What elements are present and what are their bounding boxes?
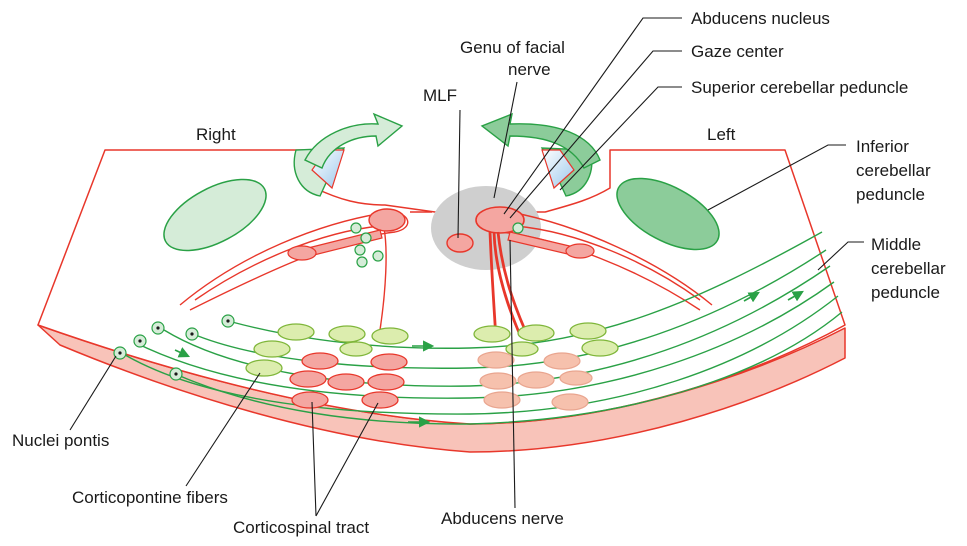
label-abducens-nucleus: Abducens nucleus xyxy=(691,9,830,28)
pontine-neuron xyxy=(186,328,198,340)
label-genu-line2: nerve xyxy=(508,60,551,79)
label-corticospinal-tract: Corticospinal tract xyxy=(233,518,369,537)
pontine-neuron xyxy=(222,315,234,327)
label-gaze-center: Gaze center xyxy=(691,42,784,61)
label-corticopontine-fibers: Corticopontine fibers xyxy=(72,488,228,507)
label-middle-line2: cerebellar xyxy=(871,259,946,278)
label-middle-line1: Middle xyxy=(871,235,921,254)
label-mlf: MLF xyxy=(423,86,457,105)
label-inferior-line2: cerebellar xyxy=(856,161,931,180)
gaze-arrow-left xyxy=(482,114,600,168)
pontine-neuron xyxy=(152,322,164,334)
label-middle-line3: peduncle xyxy=(871,283,940,302)
abducens-nucleus-right xyxy=(369,209,405,231)
facial-nucleus-left xyxy=(566,244,594,258)
label-superior-cerebellar-peduncle: Superior cerebellar peduncle xyxy=(691,78,908,97)
pontine-neuron xyxy=(170,368,182,380)
pontine-neuron xyxy=(134,335,146,347)
label-abducens-nerve: Abducens nerve xyxy=(441,509,564,528)
label-inferior-line1: Inferior xyxy=(856,137,909,156)
gaze-arrow-right xyxy=(305,114,402,168)
facial-nucleus-right xyxy=(288,246,316,260)
label-right: Right xyxy=(196,125,236,144)
label-nuclei-pontis: Nuclei pontis xyxy=(12,431,109,450)
mlf-bundle xyxy=(447,234,473,252)
label-inferior-line3: peduncle xyxy=(856,185,925,204)
label-left: Left xyxy=(707,125,736,144)
label-genu-line1: Genu of facial xyxy=(460,38,565,57)
